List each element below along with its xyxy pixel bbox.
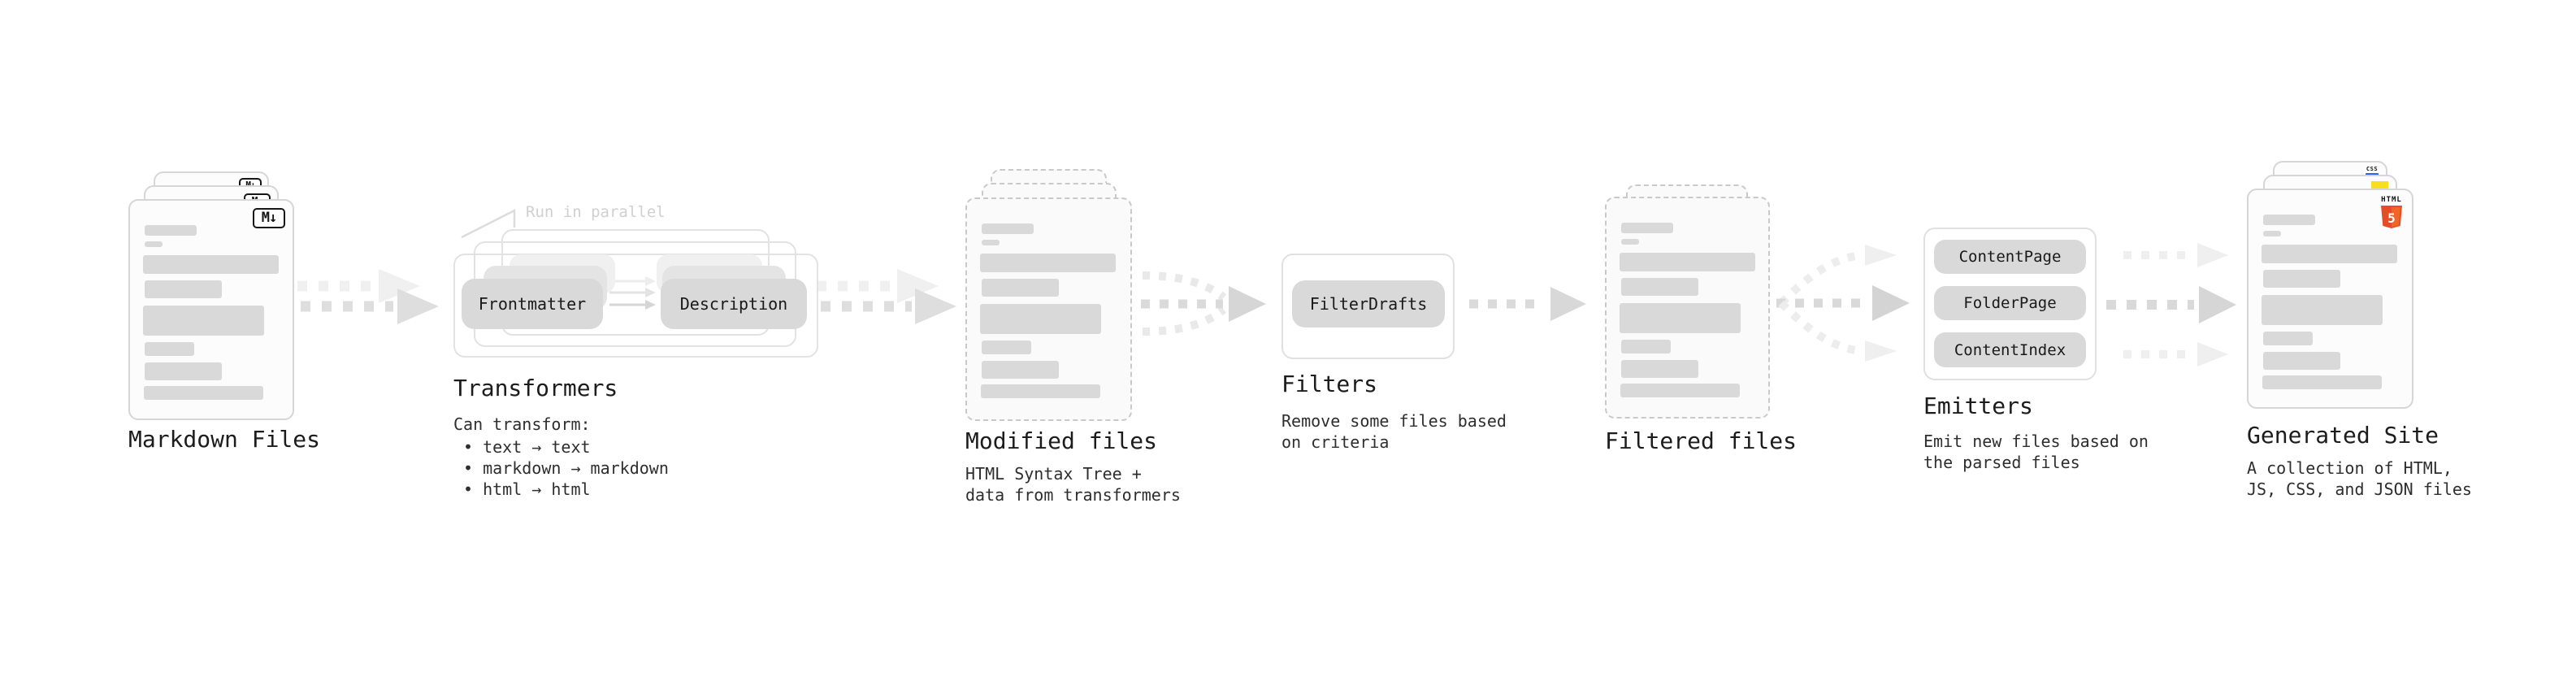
generated-site-desc: JS, CSS, and JSON files: [2247, 479, 2472, 499]
css-icon-label: CSS: [2366, 166, 2379, 172]
placeholder-line: [980, 254, 1116, 272]
modified-files-label: Modified files: [965, 427, 1158, 454]
html-file-card: HTML 5: [2247, 189, 2413, 409]
generated-site-label: Generated Site: [2247, 422, 2439, 449]
placeholder-line: [145, 225, 197, 236]
placeholder-line: [145, 280, 222, 298]
placeholder-line: [982, 240, 1000, 245]
generated-site-desc: A collection of HTML,: [2247, 458, 2452, 478]
placeholder-line: [145, 362, 222, 380]
placeholder-line: [2263, 231, 2281, 236]
filtered-file-card-front: [1605, 197, 1770, 419]
placeholder-line: [1620, 384, 1740, 397]
arrow-modified-to-filters: [1141, 271, 1266, 336]
modified-files-desc: HTML Syntax Tree +: [965, 464, 1142, 484]
transformers-desc-heading: Can transform:: [453, 414, 591, 434]
description-pill: Description: [661, 279, 807, 329]
html5-icon: HTML 5: [2379, 196, 2404, 228]
emitters-desc: Emit new files based on: [1923, 432, 2149, 451]
placeholder-line: [2262, 295, 2383, 325]
placeholder-line: [144, 386, 263, 400]
placeholder-line: [980, 304, 1101, 334]
transformers-label: Transformers: [453, 375, 618, 401]
markdown-files-label: Markdown Files: [128, 426, 321, 453]
arrow-filtered-to-emitters: [1776, 245, 1910, 362]
modified-files-desc: data from transformers: [965, 485, 1181, 505]
folderpage-pill: FolderPage: [1934, 286, 2086, 320]
arrow-emitters-to-site: [2106, 243, 2236, 367]
placeholder-line: [1621, 360, 1698, 378]
transformers-bullet: • markdown → markdown: [463, 458, 669, 478]
arrow-markdown-to-transformers: [297, 269, 439, 324]
transformers-bullet: • text → text: [463, 437, 591, 457]
filtered-files-label: Filtered files: [1605, 427, 1798, 454]
placeholder-line: [1621, 278, 1698, 296]
placeholder-line: [1621, 340, 1671, 354]
markdown-files-stack: M↓ M↓ M↓: [128, 171, 294, 420]
placeholder-line: [2262, 245, 2397, 263]
placeholder-line: [982, 279, 1059, 297]
filters-desc: Remove some files based: [1281, 411, 1507, 431]
placeholder-line: [982, 361, 1059, 379]
filterdrafts-pill: FilterDrafts: [1292, 280, 1445, 327]
arrow-filters-to-filtered: [1469, 287, 1586, 321]
placeholder-line: [982, 340, 1031, 354]
filters-label: Filters: [1281, 371, 1378, 397]
generated-site-stack: CSS HTML 5: [2247, 161, 2413, 409]
placeholder-line: [1620, 303, 1741, 333]
run-in-parallel-note: Run in parallel: [526, 203, 666, 221]
placeholder-line: [145, 241, 163, 247]
placeholder-line: [2262, 375, 2382, 389]
markdown-file-card-front: M↓: [128, 199, 294, 420]
placeholder-line: [2263, 270, 2340, 288]
placeholder-line: [1621, 239, 1639, 245]
placeholder-line: [2263, 332, 2313, 345]
placeholder-line: [143, 255, 279, 274]
transformers-bullet: • html → html: [463, 479, 591, 499]
markdown-icon: M↓: [253, 208, 285, 228]
arrow-transformers-to-modified: [817, 269, 956, 324]
placeholder-line: [982, 223, 1034, 234]
filters-desc: on criteria: [1281, 432, 1390, 452]
modified-file-card-front: [965, 197, 1132, 421]
contentindex-pill: ContentIndex: [1934, 332, 2086, 367]
placeholder-line: [1620, 253, 1755, 271]
emitters-label: Emitters: [1923, 393, 2033, 419]
placeholder-line: [2263, 352, 2340, 370]
filtered-files-stack: [1605, 184, 1770, 420]
placeholder-line: [145, 342, 194, 356]
placeholder-line: [1621, 223, 1673, 233]
placeholder-line: [981, 384, 1100, 398]
frontmatter-pill: Frontmatter: [462, 279, 603, 329]
transformer-box-front: [453, 254, 818, 358]
contentpage-pill: ContentPage: [1934, 240, 2086, 274]
emitters-desc: the parsed files: [1923, 453, 2080, 472]
html5-shield-icon: 5: [2381, 206, 2402, 228]
html5-icon-label: HTML: [2381, 196, 2402, 204]
svg-text:5: 5: [2387, 210, 2396, 226]
placeholder-line: [143, 306, 264, 336]
modified-files-stack: [965, 169, 1132, 421]
placeholder-line: [2263, 215, 2315, 225]
